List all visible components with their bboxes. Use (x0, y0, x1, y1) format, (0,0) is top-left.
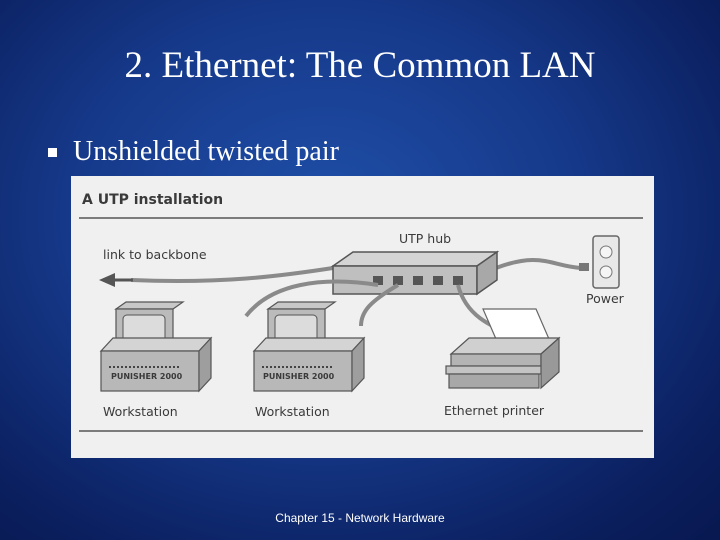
bullet-item: Unshielded twisted pair (48, 134, 339, 170)
cable-workstation-1 (244, 279, 379, 318)
power-outlet-icon (592, 235, 620, 289)
workstation-2-label: Workstation (255, 404, 330, 419)
slide-footer: Chapter 15 - Network Hardware (275, 511, 445, 525)
workstation-1-brand: PUNISHER 2000 (111, 372, 183, 381)
power-label: Power (586, 291, 625, 306)
slide-title: 2. Ethernet: The Common LAN (124, 45, 596, 86)
workstation-2 (252, 301, 366, 393)
bullet-square-icon (48, 147, 57, 157)
power-plug (579, 263, 589, 271)
utp-installation-figure: A UTP installation link to backbone Powe… (71, 176, 654, 458)
hub-label: UTP hub (399, 231, 451, 246)
workstation-1 (99, 301, 213, 393)
cable-workstation-2 (359, 283, 400, 327)
bullet-text: Unshielded twisted pair (73, 136, 339, 167)
utp-hub (330, 250, 500, 296)
printer-label: Ethernet printer (444, 403, 545, 418)
ethernet-printer (445, 308, 561, 390)
figure-heading: A UTP installation (82, 192, 223, 208)
backbone-arrow-icon (99, 273, 115, 287)
workstation-1-label: Workstation (103, 404, 178, 419)
power-cable (495, 258, 582, 270)
backbone-cable (130, 266, 334, 284)
utp-diagram: A UTP installation link to backbone Powe… (79, 192, 643, 432)
backbone-label: link to backbone (103, 247, 207, 262)
workstation-2-brand: PUNISHER 2000 (263, 372, 335, 381)
